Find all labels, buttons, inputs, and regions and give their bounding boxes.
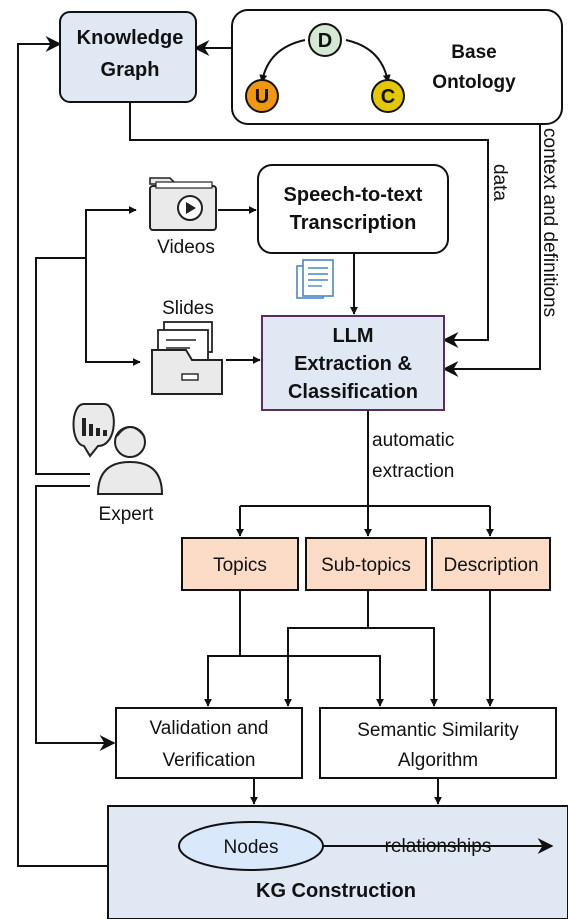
- topics-label: Topics: [213, 555, 267, 576]
- ontology-context-edge: [442, 124, 541, 377]
- kg-title-line1: Knowledge: [77, 27, 184, 49]
- llm-title-line2: Extraction &: [294, 353, 412, 375]
- connectors: [17, 36, 541, 867]
- expert-icon: [72, 403, 164, 495]
- base-ontology-box: D U C Base Ontology: [231, 9, 563, 125]
- topics-out-edge: [204, 590, 241, 707]
- ontology-node-c: [371, 79, 405, 113]
- data-edge-label: data: [489, 164, 510, 201]
- knowledge-graph-box: Knowledge Graph: [59, 11, 197, 103]
- to-videos-edge: [85, 206, 137, 258]
- videos-folder-icon: [149, 177, 217, 231]
- videos-label: Videos: [157, 237, 215, 258]
- relationships-label: relationships: [385, 836, 492, 857]
- kg-data-edge: [129, 102, 489, 348]
- slides-folder-icon: [151, 321, 223, 395]
- nodes-label: Nodes: [224, 837, 279, 858]
- llm-box: LLM Extraction & Classification: [261, 315, 445, 411]
- slides-label: Slides: [162, 298, 214, 319]
- ontology-title-line2: Ontology: [432, 72, 516, 93]
- topics-box: Topics: [181, 537, 299, 591]
- description-box: Description: [431, 537, 551, 591]
- node-u-label: U: [255, 86, 269, 108]
- automatic-label-line2: extraction: [372, 461, 454, 482]
- semantic-title-line1: Semantic Similarity: [357, 720, 519, 741]
- ontology-title-line1: Base: [451, 42, 496, 63]
- validation-title-line2: Verification: [163, 750, 256, 771]
- expert-to-sources-edge: [35, 257, 90, 475]
- llm-title-line1: LLM: [332, 325, 373, 347]
- automatic-label-line1: automatic: [372, 430, 454, 451]
- kg-title-line2: Graph: [101, 59, 160, 81]
- subtopics-label: Sub-topics: [321, 555, 411, 576]
- context-edge-label: context and definitions: [539, 128, 560, 317]
- speech-to-text-box: Speech-to-text Transcription: [257, 164, 449, 254]
- node-d-label: D: [318, 30, 332, 52]
- expert-to-validation-edge: [35, 485, 116, 751]
- speech-title-line1: Speech-to-text: [284, 184, 423, 206]
- kg-construction-title: KG Construction: [256, 880, 416, 902]
- llm-title-line3: Classification: [288, 381, 418, 403]
- subtopics-to-semantic-edge: [368, 627, 438, 707]
- speech-title-line2: Transcription: [290, 212, 417, 234]
- expert-label: Expert: [99, 504, 155, 525]
- description-label: Description: [443, 555, 538, 576]
- validation-title-line1: Validation and: [149, 718, 268, 739]
- validation-box: Validation and Verification: [115, 707, 303, 779]
- node-c-label: C: [381, 86, 395, 108]
- transcript-document-icon: [296, 259, 334, 299]
- semantic-title-line2: Algorithm: [398, 750, 478, 771]
- feedback-loop-edge: [17, 36, 108, 867]
- semantic-similarity-box: Semantic Similarity Algorithm: [319, 707, 557, 779]
- topics-to-semantic-edge: [240, 655, 384, 707]
- kg-construction-box: Nodes relationships KG Construction: [107, 805, 568, 919]
- ontology-node-u: [245, 79, 279, 113]
- subtopics-box: Sub-topics: [305, 537, 427, 591]
- ontology-node-d: [308, 23, 342, 57]
- subtopics-out-edge: [284, 590, 369, 707]
- to-slides-edge: [85, 258, 141, 366]
